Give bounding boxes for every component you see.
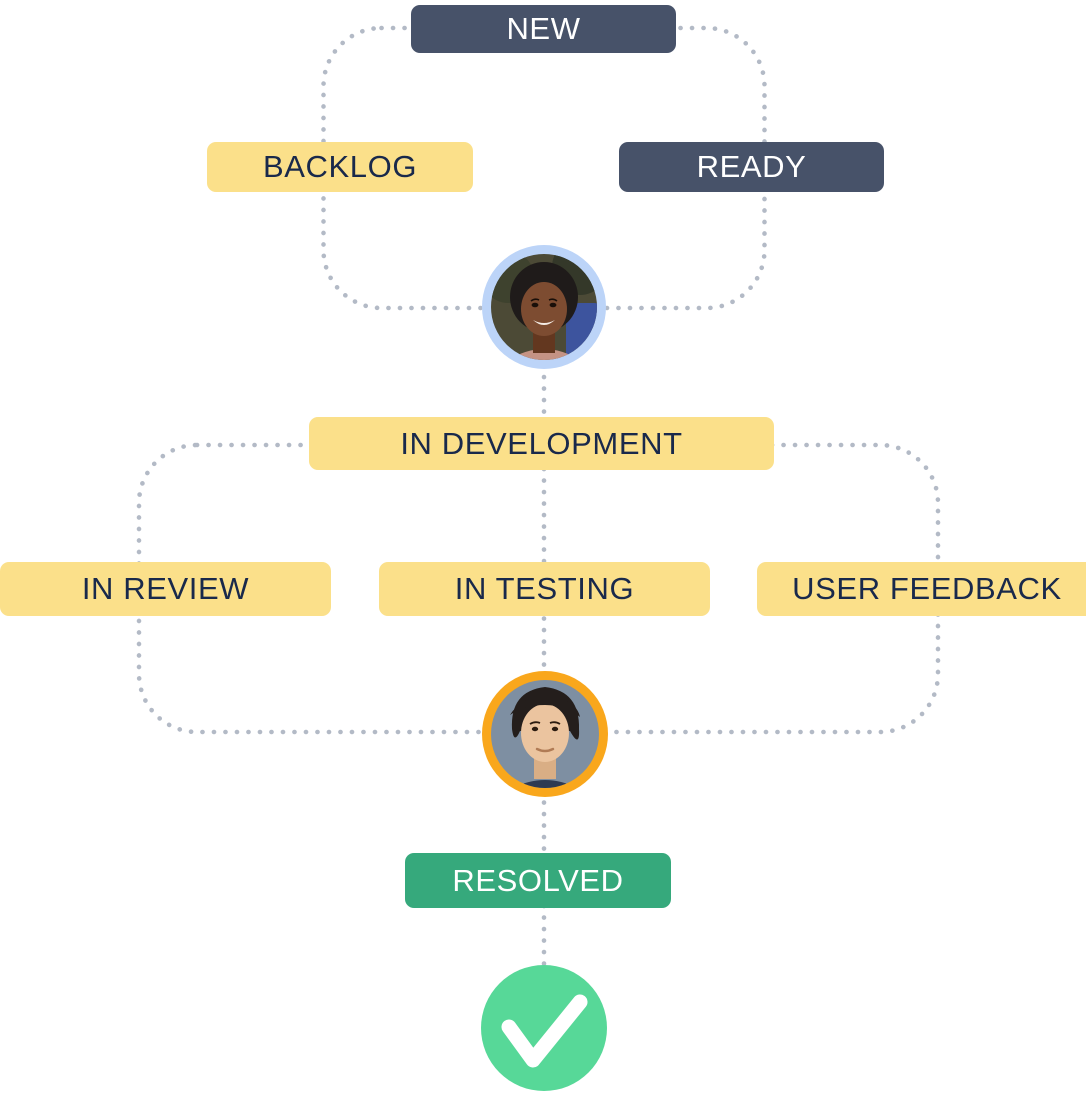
- status-label: IN REVIEW: [81, 571, 250, 606]
- checkmark-icon: [481, 965, 607, 1091]
- status-label: READY: [696, 149, 807, 184]
- status-chip-in-testing: IN TESTING: [379, 562, 710, 616]
- done-indicator: [481, 965, 607, 1091]
- status-chip-in-development: IN DEVELOPMENT: [309, 417, 774, 470]
- avatar-assignee-2: [482, 671, 608, 797]
- avatar-photo-female: [482, 245, 606, 369]
- status-chip-in-review: IN REVIEW: [0, 562, 331, 616]
- status-chip-ready: READY: [619, 142, 884, 192]
- status-label: BACKLOG: [262, 149, 418, 184]
- status-label: NEW: [506, 11, 581, 46]
- status-label: IN TESTING: [454, 571, 635, 606]
- status-label: USER FEEDBACK: [792, 571, 1062, 606]
- status-chip-new: NEW: [411, 5, 676, 53]
- status-label: RESOLVED: [452, 862, 624, 898]
- status-label: IN DEVELOPMENT: [400, 425, 683, 461]
- status-chip-backlog: BACKLOG: [207, 142, 473, 192]
- status-chip-user-feedback: USER FEEDBACK: [757, 562, 1086, 616]
- avatar-assignee-1: [482, 245, 606, 369]
- status-chip-resolved: RESOLVED: [405, 853, 671, 908]
- avatar-photo-male: [482, 671, 608, 797]
